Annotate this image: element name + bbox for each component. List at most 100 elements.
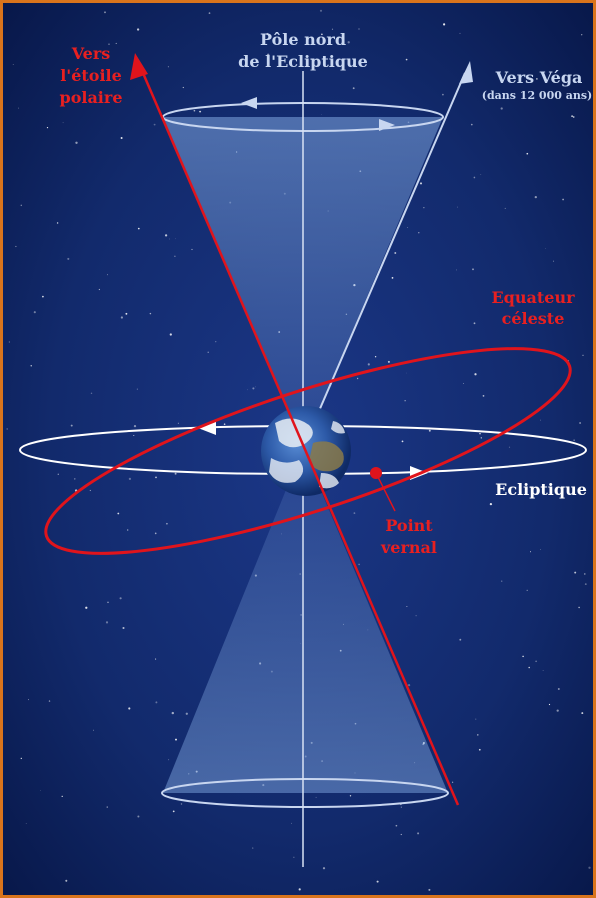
star	[172, 810, 175, 813]
star	[367, 363, 370, 366]
star	[89, 489, 91, 492]
star	[167, 66, 169, 68]
star	[104, 11, 106, 14]
star	[119, 597, 122, 600]
star	[107, 601, 109, 604]
star	[154, 532, 157, 535]
star	[504, 207, 506, 209]
star	[98, 288, 101, 291]
ecliptic-arrow-left-icon	[198, 421, 216, 435]
star	[562, 198, 564, 201]
arrow-right-icon	[379, 119, 395, 131]
polaris-arrow-icon	[130, 53, 148, 80]
star	[185, 712, 188, 715]
star	[442, 93, 444, 96]
star	[571, 115, 573, 118]
celestial-equator-circle	[44, 347, 572, 555]
pole-north-label-line2: de l'Ecliptique	[238, 52, 368, 71]
star	[443, 23, 446, 26]
star	[15, 245, 17, 248]
star	[428, 429, 431, 432]
star	[456, 269, 457, 271]
star	[75, 141, 78, 144]
star	[394, 252, 397, 254]
star	[482, 395, 485, 397]
star	[252, 847, 254, 849]
star	[175, 738, 177, 741]
star	[180, 803, 183, 805]
star	[12, 64, 14, 65]
star	[315, 796, 317, 798]
star	[246, 389, 248, 391]
star	[115, 42, 117, 44]
polaris-label-line2: l'étoile	[60, 66, 122, 85]
star	[133, 424, 137, 428]
star	[579, 422, 582, 424]
star	[508, 446, 511, 448]
star	[46, 127, 49, 129]
star	[70, 424, 73, 427]
star	[459, 32, 461, 34]
vega-label: Vers Véga	[495, 68, 583, 87]
star	[349, 795, 352, 797]
star	[474, 373, 477, 376]
star	[153, 123, 156, 126]
star	[542, 670, 544, 672]
precession-circle-bottom	[161, 778, 449, 808]
star	[61, 795, 63, 798]
star	[168, 759, 170, 761]
star	[174, 255, 176, 257]
star	[166, 522, 168, 525]
star	[18, 107, 20, 109]
star	[557, 688, 560, 690]
ecliptic-label: Ecliptique	[495, 480, 587, 499]
star	[400, 806, 402, 808]
vernal-point-label-line1: Point	[385, 516, 433, 535]
star	[105, 621, 109, 624]
vega-note-label: (dans 12 000 ans)	[482, 89, 593, 102]
star	[545, 248, 546, 249]
star	[321, 33, 323, 36]
star	[407, 227, 409, 229]
star	[56, 222, 59, 224]
star	[57, 473, 59, 475]
star	[418, 232, 420, 234]
star	[584, 583, 587, 585]
star	[540, 419, 542, 421]
star	[319, 9, 323, 12]
star	[451, 781, 454, 783]
star	[223, 423, 226, 426]
star	[182, 86, 184, 89]
precession-cone-bottom	[163, 448, 448, 793]
star	[540, 549, 542, 551]
star	[85, 606, 88, 609]
star	[62, 122, 64, 124]
star	[423, 207, 425, 209]
star	[48, 700, 51, 702]
star	[6, 428, 8, 430]
star	[401, 440, 404, 443]
star	[169, 238, 170, 240]
star	[120, 316, 124, 319]
star	[291, 822, 292, 824]
star	[552, 260, 555, 262]
star	[404, 400, 406, 402]
star	[419, 182, 423, 185]
star	[90, 392, 93, 395]
polaris-label-line3: polaire	[60, 88, 123, 107]
star	[470, 123, 473, 126]
star	[535, 660, 537, 663]
star	[171, 711, 174, 715]
star	[25, 823, 27, 824]
star	[472, 268, 474, 271]
star	[133, 434, 135, 437]
star	[406, 372, 408, 374]
star	[65, 879, 68, 882]
star	[128, 707, 131, 710]
star	[207, 351, 209, 353]
star	[479, 432, 481, 435]
celestial-equator-label-line2: céleste	[502, 309, 565, 328]
star	[408, 684, 411, 687]
star	[526, 152, 529, 155]
star	[215, 341, 217, 343]
